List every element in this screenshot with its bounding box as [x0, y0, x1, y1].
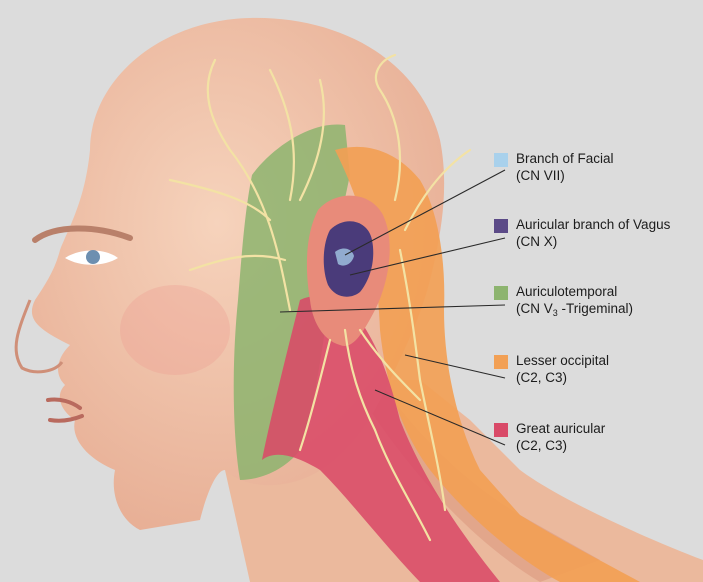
- legend-swatch-lesser-occipital: [494, 355, 508, 369]
- leader-line-vagus: [349, 237, 506, 276]
- legend-label-auriculotemporal: Auriculotemporal (CN V3 -Trigeminal): [516, 284, 634, 318]
- legend-swatch-great-auricular: [494, 423, 508, 437]
- leader-lines: [279, 169, 506, 446]
- legend-swatch-auriculotemporal: [494, 286, 508, 300]
- leader-line-auriculotemporal: [279, 304, 506, 313]
- leader-line-great-auricular: [374, 389, 506, 446]
- legend-swatch-facial: [494, 153, 508, 167]
- cheek-blush: [120, 285, 230, 375]
- legend-swatch-vagus: [494, 219, 508, 233]
- legend-label-facial: Branch of Facial (CN VII): [516, 151, 614, 183]
- leader-line-lesser-occipital: [404, 354, 506, 379]
- great-auricular-zone: [262, 296, 500, 582]
- legend-label-lesser-occipital: Lesser occipital (C2, C3): [516, 353, 610, 385]
- nose: [14, 299, 64, 374]
- eyebrow: [32, 225, 133, 243]
- leader-line-facial: [344, 169, 506, 256]
- legend-label-great-auricular: Great auricular (C2, C3): [516, 421, 606, 453]
- legend-label-vagus: Auricular branch of Vagus (CN X): [516, 217, 671, 249]
- iris: [86, 250, 100, 264]
- lesser-occipital-zone: [335, 146, 640, 582]
- lips: [46, 397, 84, 423]
